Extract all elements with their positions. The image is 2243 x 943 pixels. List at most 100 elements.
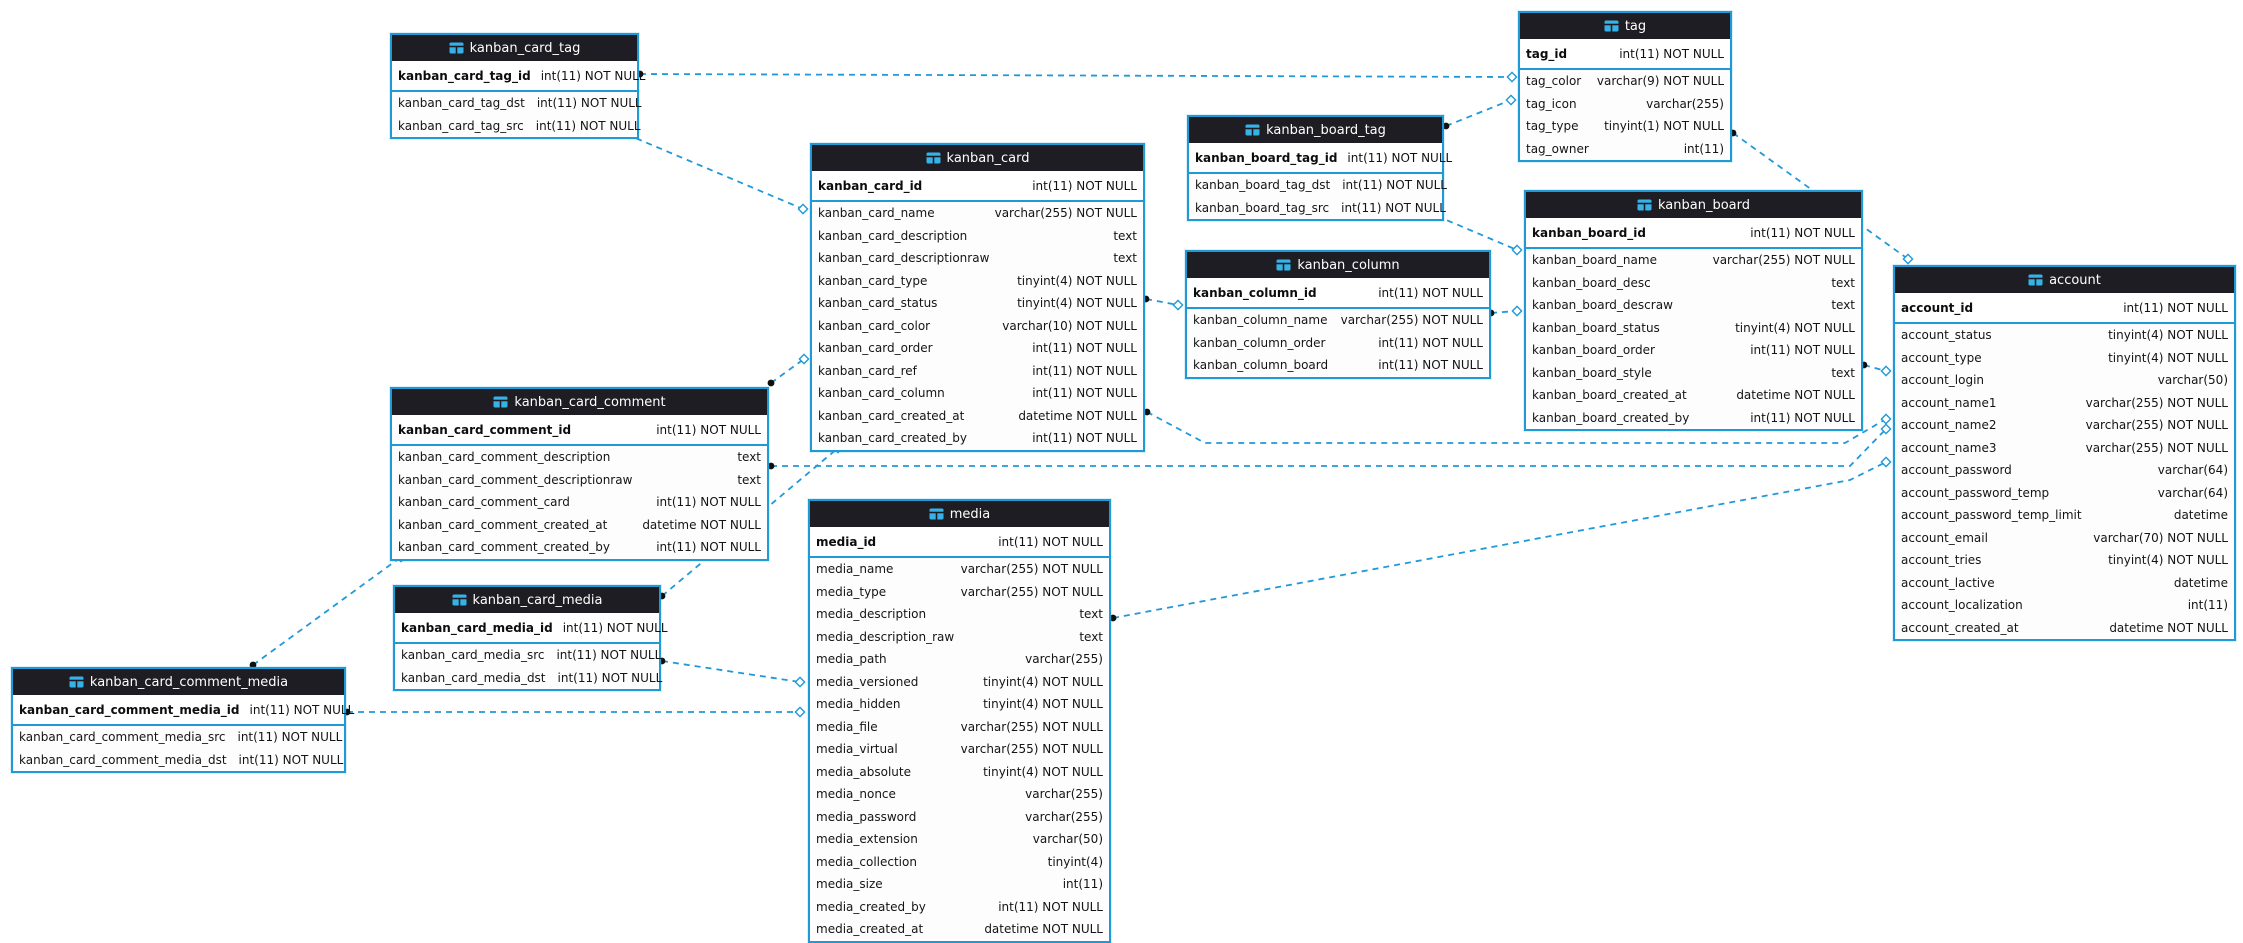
db-table-kanban_board_tag[interactable]: kanban_board_tag kanban_board_tag_id int… — [1187, 115, 1452, 221]
pk-field-type: int(11) NOT NULL — [1347, 150, 1453, 165]
relationship-kanban_board_tag-to-tag — [1445, 99, 1512, 127]
field-name: kanban_board_tag_dst — [1195, 178, 1331, 193]
field-row: kanban_card_status tinyint(4) NOT NULL — [812, 292, 1143, 315]
field-type: varchar(255) — [1646, 96, 1724, 111]
relationship-target-diamond — [794, 676, 806, 688]
table-title: kanban_card_comment_media — [89, 674, 289, 690]
pk-field-type: int(11) NOT NULL — [656, 422, 761, 437]
relationship-source-dot — [767, 462, 775, 470]
db-table-kanban_card_media[interactable]: kanban_card_media kanban_card_media_id i… — [393, 585, 668, 691]
field-type: tinyint(4) NOT NULL — [983, 674, 1103, 689]
table-title: kanban_column — [1297, 257, 1400, 273]
field-type: varchar(255) NOT NULL — [960, 562, 1103, 577]
field-name: media_size — [816, 877, 883, 892]
relationship-kanban_card_tag-to-tag — [639, 73, 1513, 78]
pk-field-type: int(11) NOT NULL — [562, 620, 668, 635]
db-table-media[interactable]: media media_id int(11) NOT NULL media_na… — [808, 499, 1111, 943]
db-table-kanban_column[interactable]: kanban_column kanban_column_id int(11) N… — [1185, 250, 1491, 379]
field-name: kanban_board_style — [1532, 365, 1652, 380]
table-header: kanban_card_media — [395, 587, 659, 613]
table-icon — [449, 42, 464, 54]
db-table-kanban_board[interactable]: kanban_board kanban_board_id int(11) NOT… — [1524, 190, 1863, 431]
table-icon — [493, 396, 508, 408]
pk-field-type: int(11) NOT NULL — [1619, 46, 1724, 61]
field-type: int(11) NOT NULL — [536, 96, 642, 111]
relationship-target-diamond — [1880, 423, 1892, 435]
field-type: int(11) NOT NULL — [656, 540, 761, 555]
table-header: tag — [1520, 13, 1730, 39]
field-name: kanban_card_column — [818, 386, 945, 401]
field-name: media_name — [816, 562, 894, 577]
pk-field-type: int(11) NOT NULL — [249, 702, 355, 717]
field-type: text — [737, 472, 761, 487]
pk-field-type: int(11) NOT NULL — [1032, 178, 1137, 193]
db-table-kanban_card[interactable]: kanban_card kanban_card_id int(11) NOT N… — [810, 143, 1145, 452]
field-type: int(11) NOT NULL — [238, 752, 344, 767]
db-table-kanban_card_tag[interactable]: kanban_card_tag kanban_card_tag_id int(1… — [390, 33, 646, 139]
field-name: kanban_card_comment_created_at — [398, 517, 608, 532]
field-name: kanban_board_desc — [1532, 275, 1651, 290]
field-type: varchar(255) NOT NULL — [1340, 313, 1483, 328]
table-header: kanban_board — [1526, 192, 1861, 218]
table-icon — [929, 508, 944, 520]
relationship-target-diamond — [794, 706, 806, 718]
field-type: int(11) NOT NULL — [1378, 335, 1483, 350]
table-icon — [1604, 20, 1619, 32]
db-table-kanban_card_comment[interactable]: kanban_card_comment kanban_card_comment_… — [390, 387, 769, 561]
field-type: tinyint(1) NOT NULL — [1604, 119, 1724, 134]
relationship-target-diamond — [798, 353, 810, 365]
field-name: kanban_column_order — [1193, 335, 1326, 350]
field-type: varchar(255) NOT NULL — [960, 719, 1103, 734]
field-name: media_collection — [816, 854, 917, 869]
field-name: account_password_temp — [1901, 485, 2050, 500]
field-name: kanban_card_media_dst — [401, 670, 546, 685]
field-type: tinyint(4) NOT NULL — [2108, 350, 2228, 365]
db-table-account[interactable]: account account_id int(11) NOT NULL acco… — [1893, 265, 2236, 641]
table-icon — [69, 676, 84, 688]
table-icon — [2028, 274, 2043, 286]
field-type: int(11) NOT NULL — [998, 899, 1103, 914]
field-type: tinyint(4) NOT NULL — [983, 764, 1103, 779]
field-type: varchar(10) NOT NULL — [1002, 318, 1137, 333]
field-name: media_extension — [816, 832, 918, 847]
field-type: datetime NOT NULL — [1018, 408, 1137, 423]
field-type: varchar(255) NOT NULL — [2085, 418, 2228, 433]
table-header: account — [1895, 267, 2234, 293]
field-name: media_nonce — [816, 787, 896, 802]
field-name: kanban_card_tag_src — [398, 118, 524, 133]
field-type: tinyint(4) NOT NULL — [1017, 296, 1137, 311]
db-table-kanban_card_comment_media[interactable]: kanban_card_comment_media kanban_card_co… — [11, 667, 354, 773]
relationship-kanban_card-to-account — [1146, 411, 1887, 444]
relationship-source-dot — [1143, 408, 1151, 416]
field-name: account_email — [1901, 530, 1988, 545]
field-name: kanban_card_status — [818, 296, 938, 311]
field-name: kanban_card_created_by — [818, 431, 967, 446]
field-type: int(11) — [1062, 877, 1103, 892]
field-name: kanban_card_name — [818, 206, 935, 221]
field-type: int(11) — [2187, 598, 2228, 613]
field-type: tinyint(4) NOT NULL — [2108, 553, 2228, 568]
field-name: media_absolute — [816, 764, 911, 779]
field-name: media_created_by — [816, 899, 926, 914]
